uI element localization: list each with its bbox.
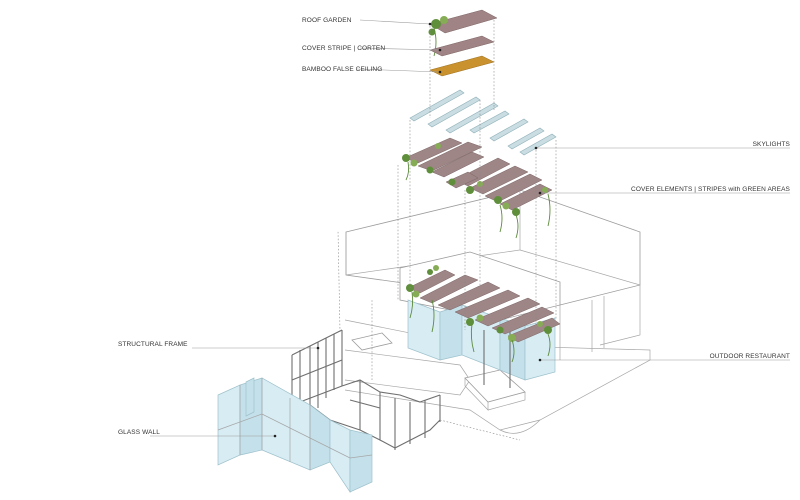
roof-garden-plants (428, 16, 448, 57)
label-outdoor-restaurant: OUTDOOR RESTAURANT (710, 353, 790, 360)
label-roof-garden: ROOF GARDEN (302, 17, 352, 24)
label-skylights: SKYLIGHTS (753, 141, 791, 148)
lower-cover-stripes (406, 265, 561, 363)
lower-vegetation (406, 265, 552, 363)
upper-cover-elements (402, 137, 553, 239)
label-structural-frame: STRUCTURAL FRAME (118, 341, 188, 348)
label-cover-stripe: COVER STRIPE | CORTEN (302, 45, 385, 52)
label-glass-wall: GLASS WALL (118, 429, 160, 436)
label-markers (273, 22, 542, 438)
labels: ROOF GARDEN COVER STRIPE | CORTEN BAMBOO… (118, 17, 791, 436)
structural-frame (291, 329, 441, 450)
skylights (409, 89, 557, 156)
label-bamboo-ceiling: BAMBOO FALSE CEILING (302, 66, 382, 73)
upper-vegetation (402, 143, 551, 239)
roof-layers (428, 9, 498, 77)
cover-stripe-corten (429, 35, 495, 57)
roof-garden-stripe (429, 9, 498, 34)
glass-wall (217, 377, 373, 494)
leader-lines (150, 19, 790, 437)
projection-lines (337, 20, 557, 441)
label-cover-elements: COVER ELEMENTS | STRIPES with GREEN AREA… (631, 186, 791, 193)
